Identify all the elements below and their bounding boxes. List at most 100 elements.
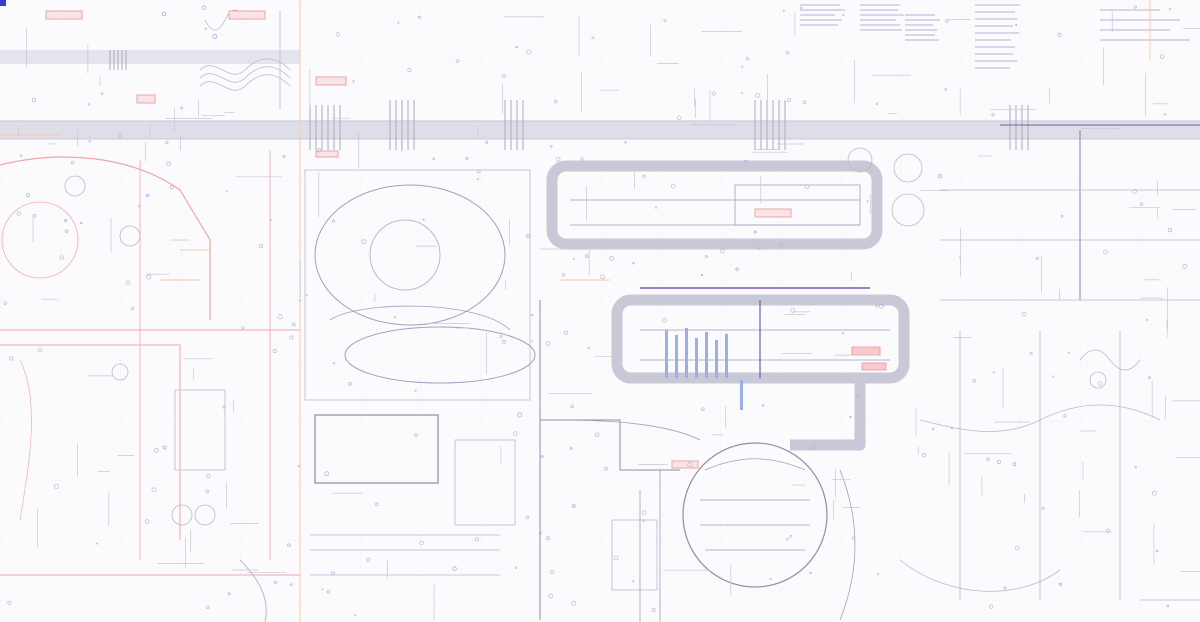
enzyme-node — [992, 371, 995, 374]
enzyme-node — [432, 157, 436, 161]
enzyme-node — [204, 27, 207, 30]
enzyme-node — [1167, 227, 1173, 233]
enzyme-node — [761, 404, 765, 407]
enzyme-node — [59, 255, 64, 260]
enzyme-node — [289, 583, 293, 587]
enzyme-node — [989, 604, 994, 609]
enzyme-node — [785, 50, 790, 55]
enzyme-node — [986, 457, 990, 462]
enzyme-node — [241, 326, 245, 330]
enzyme-node — [687, 462, 693, 468]
enzyme-node — [8, 356, 14, 361]
enzyme-node — [571, 504, 576, 508]
enzyme-node — [272, 349, 277, 353]
tca-cycle-region — [304, 169, 541, 620]
enzyme-node — [654, 206, 658, 209]
enzyme-node — [162, 445, 167, 450]
enzyme-node — [354, 614, 357, 617]
enzyme-node — [561, 273, 565, 277]
highlight-boxes — [45, 10, 887, 469]
pathway-bars — [640, 124, 1200, 410]
enzyme-node — [730, 239, 733, 242]
enzyme-node — [332, 219, 336, 223]
enzyme-node — [305, 294, 308, 297]
enzyme-node — [580, 157, 584, 161]
enzyme-node — [201, 5, 207, 11]
enzyme-node — [1060, 214, 1064, 218]
enzyme-node — [569, 446, 573, 450]
enzyme-node — [88, 140, 91, 143]
enzyme-node — [720, 248, 725, 254]
enzyme-node — [570, 404, 574, 408]
enzyme-node — [1058, 582, 1062, 586]
enzyme-node — [125, 280, 131, 285]
enzyme-node — [1014, 545, 1020, 551]
enzyme-node — [206, 605, 210, 609]
enzyme-node — [335, 32, 340, 37]
er-inner-lines — [570, 184, 890, 361]
enzyme-node — [16, 211, 21, 216]
enzyme-node — [227, 592, 231, 596]
enzyme-node — [526, 49, 532, 55]
enzyme-node — [64, 229, 69, 233]
enzyme-node — [146, 274, 152, 280]
enzyme-node — [169, 185, 174, 190]
enzyme-node — [348, 382, 352, 386]
enzyme-node — [477, 178, 480, 181]
enzyme-node — [19, 154, 23, 157]
enzyme-node — [1021, 311, 1027, 317]
enzyme-node — [786, 537, 789, 541]
enzyme-node — [545, 341, 551, 346]
enzyme-node — [166, 161, 171, 166]
enzyme-node — [746, 57, 750, 61]
enzyme-node — [117, 133, 123, 138]
enzyme-node — [753, 230, 757, 234]
enzyme-node — [485, 140, 489, 144]
enzyme-node — [269, 218, 272, 221]
enzyme-node — [642, 174, 646, 178]
enzyme-node — [711, 91, 716, 96]
enzyme-node — [811, 444, 817, 450]
enzyme-node — [452, 566, 457, 571]
enzyme-node — [414, 389, 417, 392]
enzyme-node — [666, 350, 669, 354]
enzyme-node — [613, 555, 619, 561]
enzyme-node — [531, 313, 534, 316]
enzyme-node — [571, 600, 577, 606]
enzyme-node — [663, 19, 667, 23]
enzyme-node — [549, 144, 553, 148]
enzyme-node — [555, 157, 561, 162]
enzyme-node — [553, 99, 558, 104]
left-organelle — [0, 150, 300, 622]
enzyme-node — [921, 453, 926, 458]
enzyme-node — [701, 274, 704, 277]
enzyme-node — [297, 465, 300, 468]
enzyme-node — [31, 98, 37, 103]
enzyme-node — [789, 535, 793, 538]
enzyme-node — [397, 21, 400, 24]
enzyme-node — [591, 36, 595, 40]
enzyme-node — [779, 242, 784, 247]
enzyme-node — [632, 262, 635, 265]
enzyme-node — [277, 314, 283, 320]
enzyme-node — [414, 433, 418, 438]
enzyme-node — [849, 416, 852, 419]
enzyme-node — [538, 531, 543, 535]
enzyme-node — [938, 174, 943, 179]
enzyme-node — [540, 455, 544, 459]
enzyme-node — [289, 335, 294, 340]
enzyme-node — [79, 221, 83, 225]
enzyme-node — [676, 115, 682, 120]
enzyme-node — [1097, 381, 1103, 386]
enzyme-node — [514, 566, 518, 569]
enzyme-node — [642, 519, 645, 522]
enzyme-node — [1163, 113, 1166, 116]
enzyme-node — [875, 102, 879, 105]
enzyme-node — [321, 588, 324, 591]
enzyme-node — [944, 88, 948, 91]
enzyme-node — [632, 580, 635, 583]
enzyme-node — [877, 573, 880, 576]
